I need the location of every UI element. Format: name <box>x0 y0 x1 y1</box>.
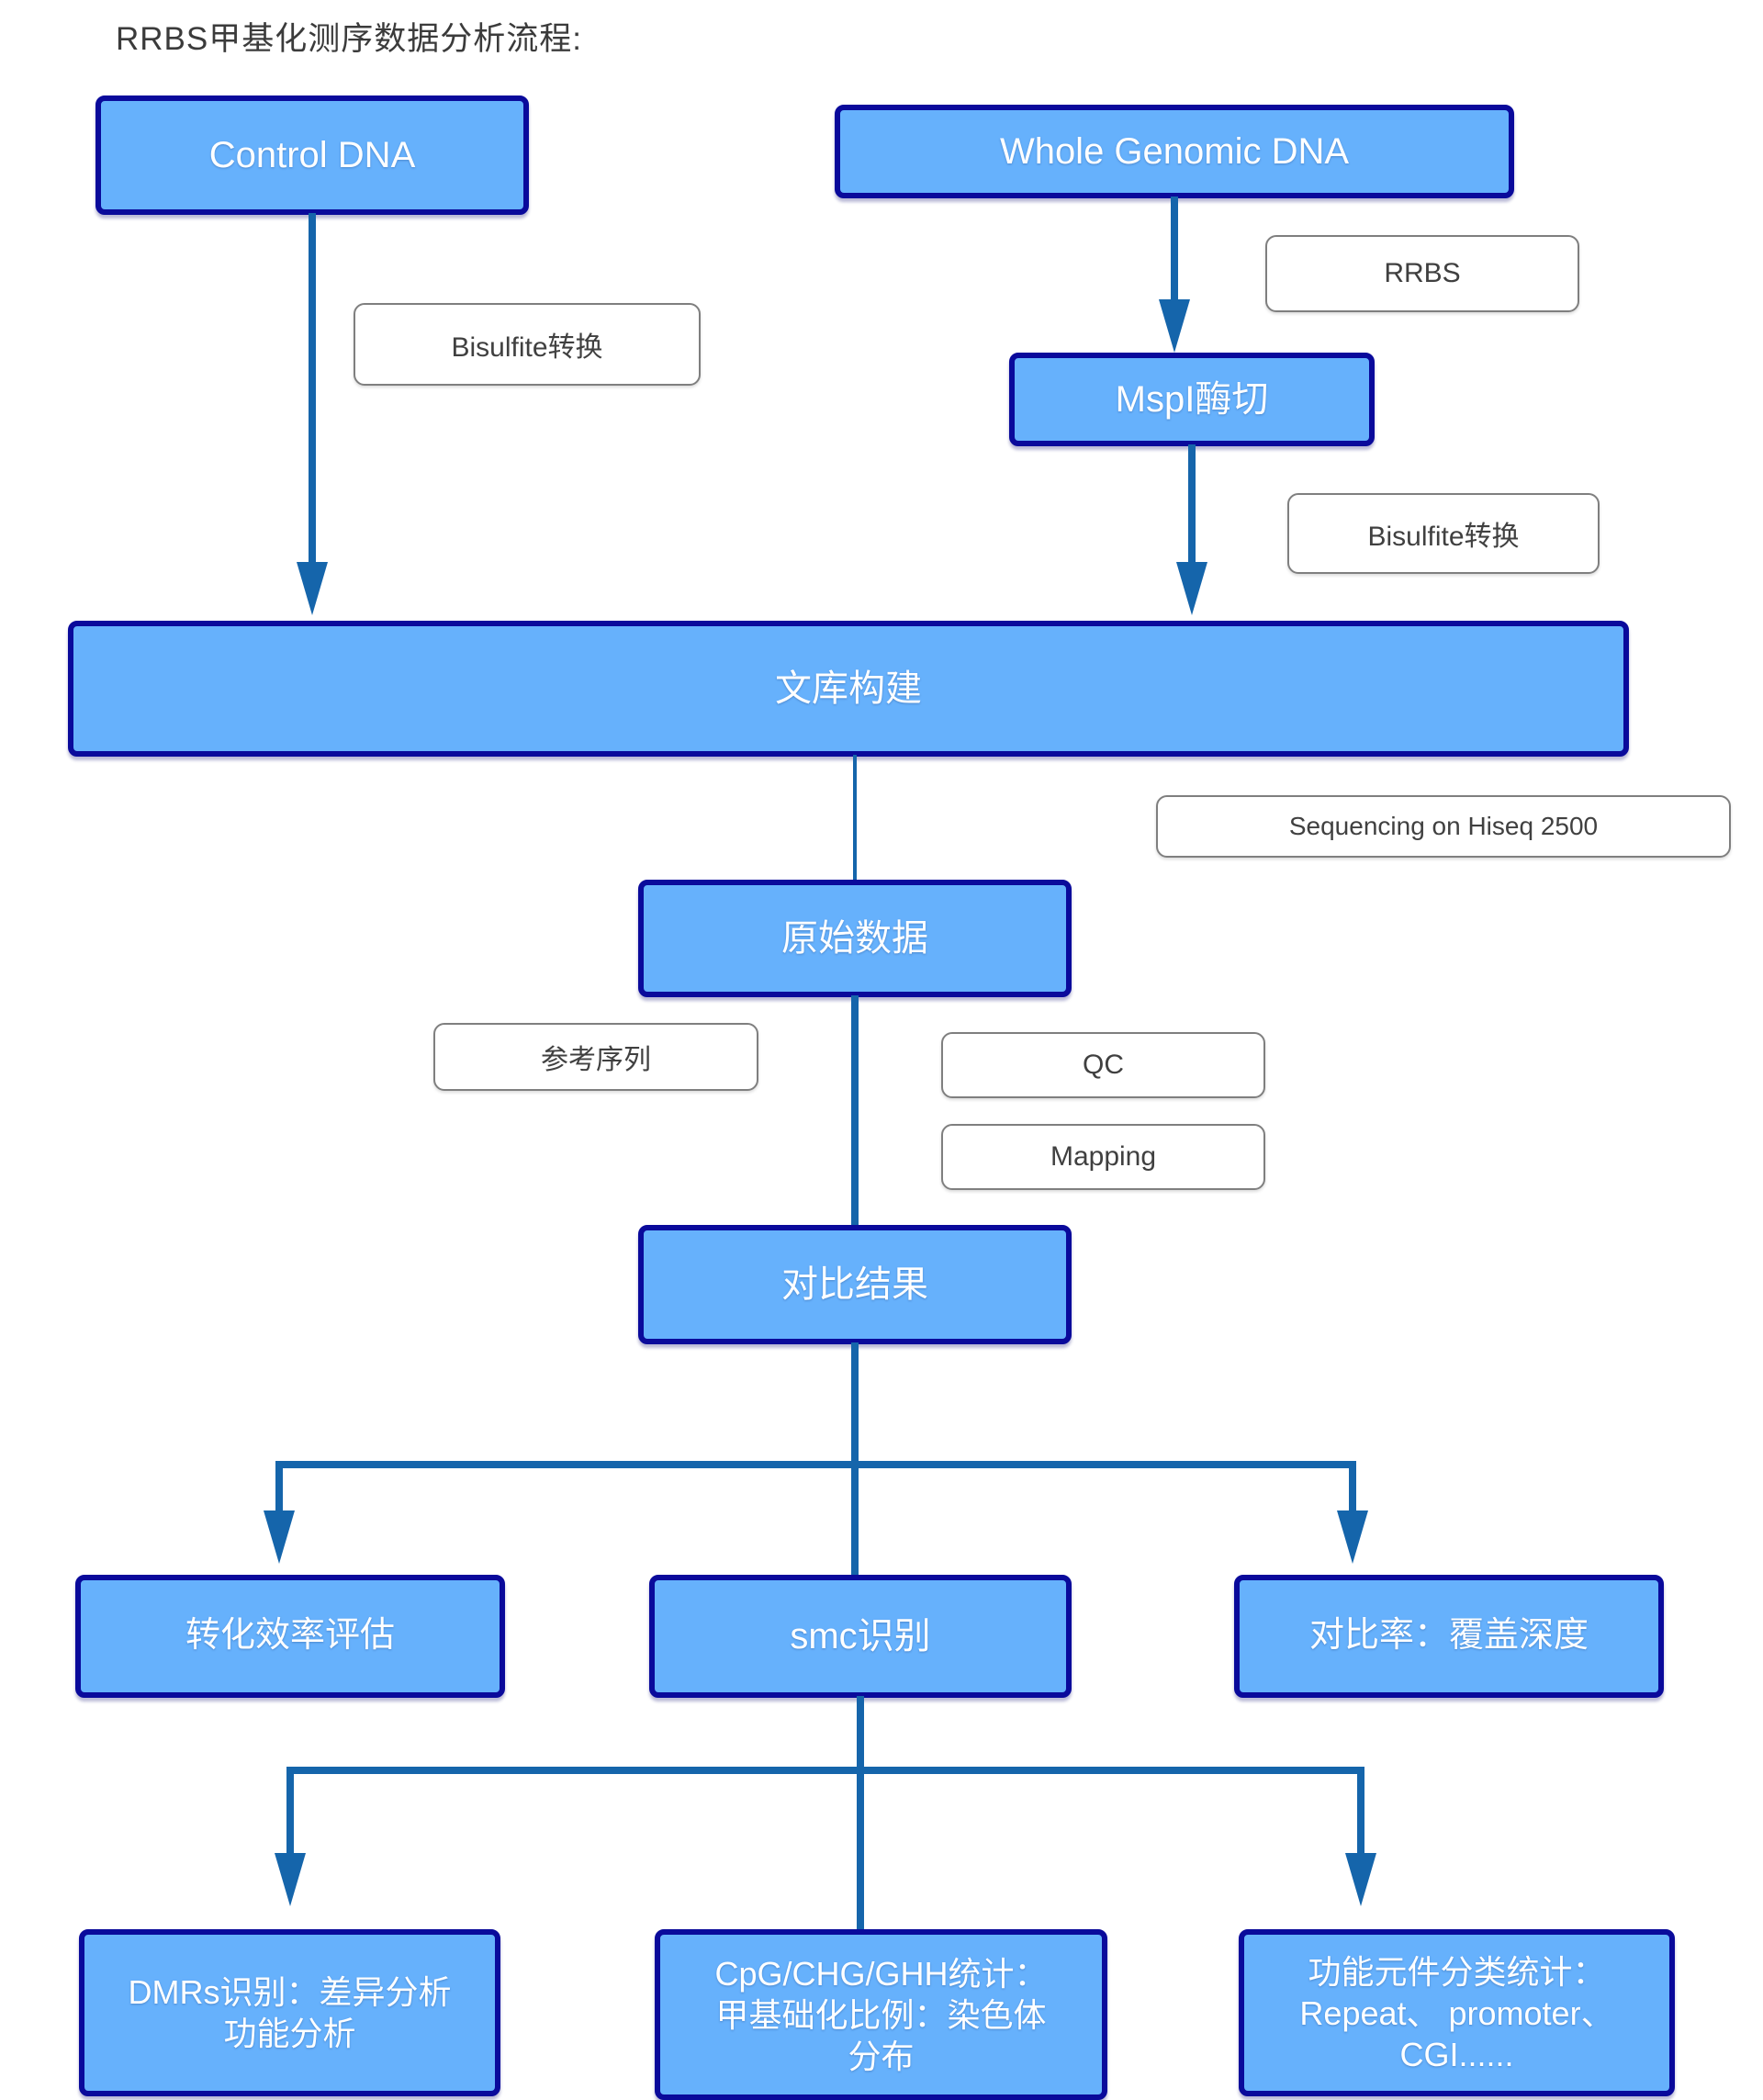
label-bisulfite-conversion-left: Bisulfite转换 <box>354 303 701 386</box>
connector-library-to-rawdata <box>853 755 857 882</box>
connector-mspi-to-library <box>1188 444 1196 567</box>
connector-branch2-mid-stem <box>857 1770 864 1931</box>
node-mspi-digestion: MspI酶切 <box>1009 353 1375 446</box>
label-mapping: Mapping <box>941 1124 1265 1190</box>
node-alignment-result: 对比结果 <box>638 1225 1072 1344</box>
arrowhead-control-to-library <box>297 562 328 615</box>
connector-alignment-branch-stem <box>851 1342 859 1465</box>
node-dmrs-identification: DMRs识别：差异分析 功能分析 <box>79 1929 500 2096</box>
arrowhead-branch2-right <box>1345 1853 1376 1906</box>
connector-rawdata-to-alignment <box>851 995 859 1227</box>
node-cpg-chg-ghh-stats: CpG/CHG/GHH统计： 甲基础化比例：染色体 分布 <box>655 1929 1107 2100</box>
node-functional-elements-stats: 功能元件分类统计： Repeat、 promoter、 CGI...... <box>1239 1929 1675 2096</box>
page-title: RRBS甲基化测序数据分析流程: <box>116 21 582 57</box>
node-control-dna: Control DNA <box>95 95 529 215</box>
label-sequencing-hiseq: Sequencing on Hiseq 2500 <box>1156 795 1731 858</box>
node-raw-data: 原始数据 <box>638 880 1072 997</box>
label-qc: QC <box>941 1032 1265 1098</box>
node-conversion-efficiency: 转化效率评估 <box>75 1575 505 1698</box>
connector-smc-branch-stem <box>857 1696 864 1770</box>
arrowhead-genomic-to-mspi <box>1159 299 1190 353</box>
connector-branch1-mid-stem <box>851 1465 859 1577</box>
connector-control-to-library <box>309 213 316 566</box>
node-smc-identification: smc识别 <box>649 1575 1072 1698</box>
label-rrbs: RRBS <box>1265 235 1579 312</box>
arrowhead-branch1-right <box>1337 1510 1368 1564</box>
node-library-construction: 文库构建 <box>68 621 1629 757</box>
connector-branch1-bar <box>275 1461 1356 1468</box>
connector-branch2-left-stem <box>286 1770 294 1855</box>
label-bisulfite-conversion-right: Bisulfite转换 <box>1287 493 1600 574</box>
node-alignment-rate-coverage: 对比率：覆盖深度 <box>1234 1575 1664 1698</box>
connector-genomic-to-mspi <box>1171 197 1178 303</box>
arrowhead-branch2-left <box>275 1853 306 1906</box>
connector-branch2-bar <box>286 1767 1364 1774</box>
connector-branch1-right-stem <box>1349 1465 1356 1512</box>
connector-branch2-right-stem <box>1357 1770 1364 1855</box>
connector-branch1-left-stem <box>275 1465 283 1512</box>
node-whole-genomic-dna: Whole Genomic DNA <box>835 105 1514 198</box>
arrowhead-mspi-to-library <box>1176 562 1207 615</box>
arrowhead-branch1-left <box>264 1510 295 1564</box>
label-reference-sequence: 参考序列 <box>433 1023 758 1091</box>
